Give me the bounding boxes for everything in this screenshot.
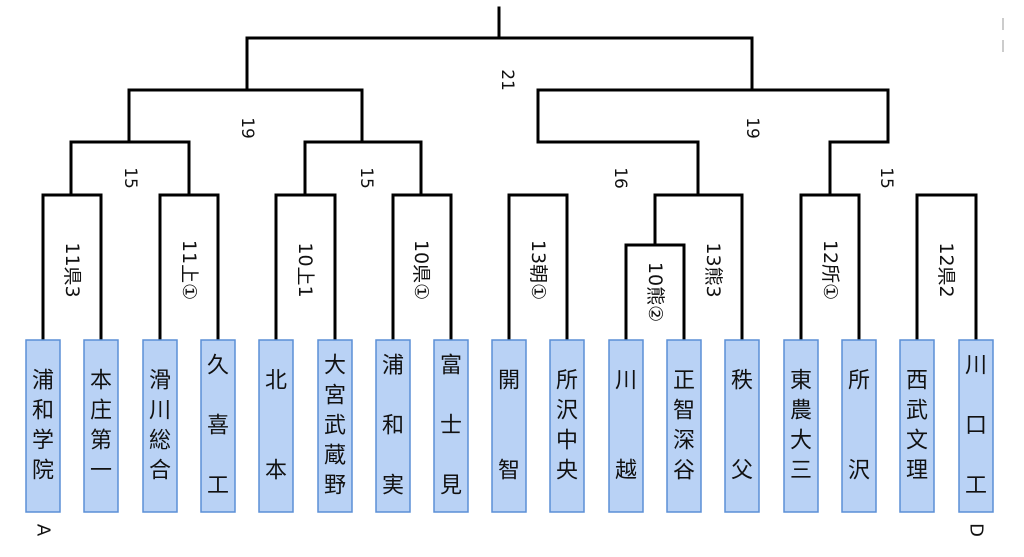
team-name: 大宮武蔵野 (324, 354, 346, 499)
team-box-fill (608, 339, 644, 513)
team-name: 川 越 (615, 369, 637, 484)
team-box-fill (375, 339, 411, 513)
team-box: 本庄第一 (83, 339, 119, 513)
team-name: 北 本 (265, 369, 287, 484)
team-name: 開 智 (498, 369, 520, 484)
team-box: 東農大三 (783, 339, 819, 513)
team-box: 開 智 (491, 339, 527, 513)
round-number-label: 19 (742, 117, 762, 139)
team-name: 浦和学院 (32, 369, 54, 484)
result-label: 11上① (178, 240, 200, 300)
bracket-lines (41, 6, 978, 342)
result-label: 10熊② (644, 262, 666, 322)
team-box: 富 士 見 (433, 339, 469, 513)
team-box: 大宮武蔵野 (317, 339, 353, 513)
team-box-fill (25, 339, 61, 513)
block-label: D (966, 523, 987, 537)
team-name: 所沢中央 (556, 369, 578, 484)
team-name: 東農大三 (790, 369, 812, 484)
team-box-fill (433, 339, 469, 513)
block-label: A (33, 524, 54, 537)
team-box: 西武文理 (899, 339, 935, 513)
team-box: 北 本 (258, 339, 294, 513)
team-box: 浦和学院 (25, 339, 61, 513)
round-number-label: 21 (497, 69, 517, 91)
round-number-label: 15 (356, 167, 376, 189)
team-box-fill (258, 339, 294, 513)
team-name: 本庄第一 (90, 369, 112, 484)
result-label: 10上1 (294, 242, 316, 297)
team-name: 所 沢 (848, 369, 870, 484)
round-number-label: 15 (876, 167, 896, 189)
round-number-labels: 15 15 16 15 19 19 21 (120, 69, 896, 189)
team-box-fill (841, 339, 877, 513)
team-name: 久 喜 工 (207, 354, 229, 499)
team-box: 川 越 (608, 339, 644, 513)
team-name: 浦 和 実 (382, 354, 404, 499)
team-box-fill (317, 339, 353, 513)
team-box-fill (666, 339, 702, 513)
team-box-fill (958, 339, 994, 513)
team-name: 西武文理 (906, 369, 928, 484)
team-name: 富 士 見 (440, 354, 462, 499)
team-box: 所沢中央 (549, 339, 585, 513)
team-box: 正智深谷 (666, 339, 702, 513)
team-box: 浦 和 実 (375, 339, 411, 513)
result-label: 12県2 (935, 242, 957, 297)
result-label: 13熊3 (702, 242, 724, 297)
team-box: 滑川総合 (142, 339, 178, 513)
result-label: 11県3 (61, 242, 83, 297)
team-box-fill (491, 339, 527, 513)
result-label: 13朝① (527, 240, 549, 300)
team-box-fill (724, 339, 760, 513)
team-boxes: 浦和学院 本庄第一 滑川総合 久 喜 工 北 本 大宮武蔵野 浦 和 実 富 士 見 開 智 所沢… (25, 339, 994, 513)
team-name: 川 口 工 (965, 354, 987, 499)
round-number-label: 15 (120, 167, 140, 189)
first-round-result-labels: 11県3 11上① 10上1 10県① 13朝① 10熊② 13熊3 12所① 12県2 (61, 240, 957, 322)
team-name: 秩 父 (731, 369, 753, 484)
team-box-fill (83, 339, 119, 513)
team-name: 正智深谷 (673, 369, 695, 484)
round-number-label: 19 (237, 117, 257, 139)
result-label: 12所① (819, 240, 841, 300)
team-box: 久 喜 工 (200, 339, 236, 513)
team-box-fill (142, 339, 178, 513)
team-box-fill (899, 339, 935, 513)
team-box-fill (200, 339, 236, 513)
team-box-fill (549, 339, 585, 513)
team-box: 川 口 工 (958, 339, 994, 513)
team-box: 所 沢 (841, 339, 877, 513)
result-label: 10県① (410, 240, 432, 300)
team-name: 滑川総合 (149, 369, 171, 484)
team-box: 秩 父 (724, 339, 760, 513)
team-box-fill (783, 339, 819, 513)
round-number-label: 16 (610, 167, 630, 189)
